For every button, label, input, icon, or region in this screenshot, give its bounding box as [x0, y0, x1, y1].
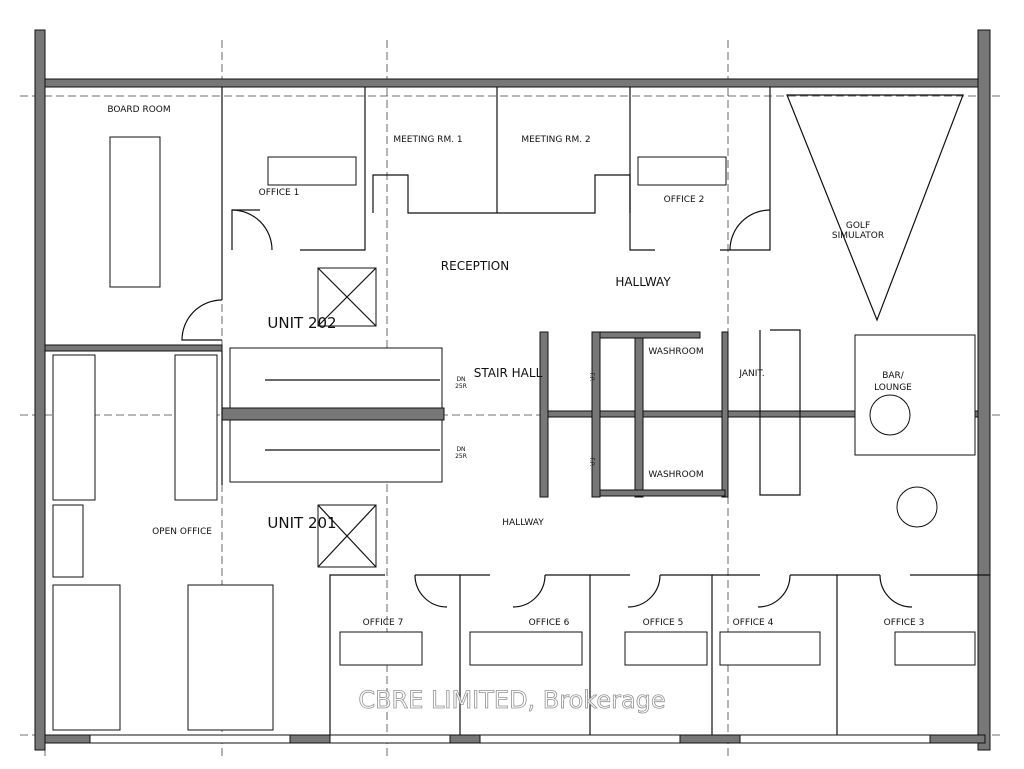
room-labels: BOARD ROOM OFFICE 1 MEETING RM. 1 MEETIN…	[107, 105, 924, 628]
exterior-walls	[34, 29, 991, 751]
label-dn: DN	[456, 446, 465, 453]
label-office-4: OFFICE 4	[733, 618, 774, 628]
label-board-room: BOARD ROOM	[107, 105, 170, 115]
label-open-office: OPEN OFFICE	[152, 527, 212, 537]
label-hallway-lower: HALLWAY	[502, 518, 544, 528]
label-office-7: OFFICE 7	[363, 618, 404, 628]
label-fp: F.P.	[588, 373, 595, 382]
label-washroom-lower: WASHROOM	[648, 470, 703, 480]
label-office-2: OFFICE 2	[664, 195, 705, 205]
label-meeting-1: MEETING RM. 1	[393, 135, 462, 145]
label-golf: GOLF	[846, 221, 870, 231]
label-simulator: SIMULATOR	[832, 231, 884, 241]
label-unit-202: UNIT 202	[267, 314, 336, 332]
label-office-3: OFFICE 3	[884, 618, 925, 628]
label-lounge: LOUNGE	[874, 383, 912, 393]
label-dn: DN	[456, 376, 465, 383]
label-janitor: JANIT.	[738, 369, 764, 379]
label-reception: RECEPTION	[441, 259, 509, 273]
label-hallway-upper: HALLWAY	[615, 275, 671, 289]
label-stair-hall: STAIR HALL	[474, 366, 543, 380]
label-fp: F.P.	[588, 458, 595, 467]
label-washroom-upper: WASHROOM	[648, 347, 703, 357]
golf-screen	[786, 94, 964, 322]
stairs	[229, 347, 443, 483]
label-risers: 25R	[455, 453, 467, 460]
label-office-1: OFFICE 1	[259, 188, 300, 198]
label-office-6: OFFICE 6	[529, 618, 570, 628]
board-table	[109, 136, 161, 288]
watermark: CBRE LIMITED, Brokerage	[358, 686, 665, 714]
label-bar: BAR/	[882, 371, 905, 381]
label-meeting-2: MEETING RM. 2	[521, 135, 590, 145]
interior-walls	[181, 87, 990, 735]
label-office-5: OFFICE 5	[643, 618, 684, 628]
furniture	[52, 94, 976, 731]
label-unit-201: UNIT 201	[267, 514, 336, 532]
label-risers: 25R	[455, 383, 467, 390]
